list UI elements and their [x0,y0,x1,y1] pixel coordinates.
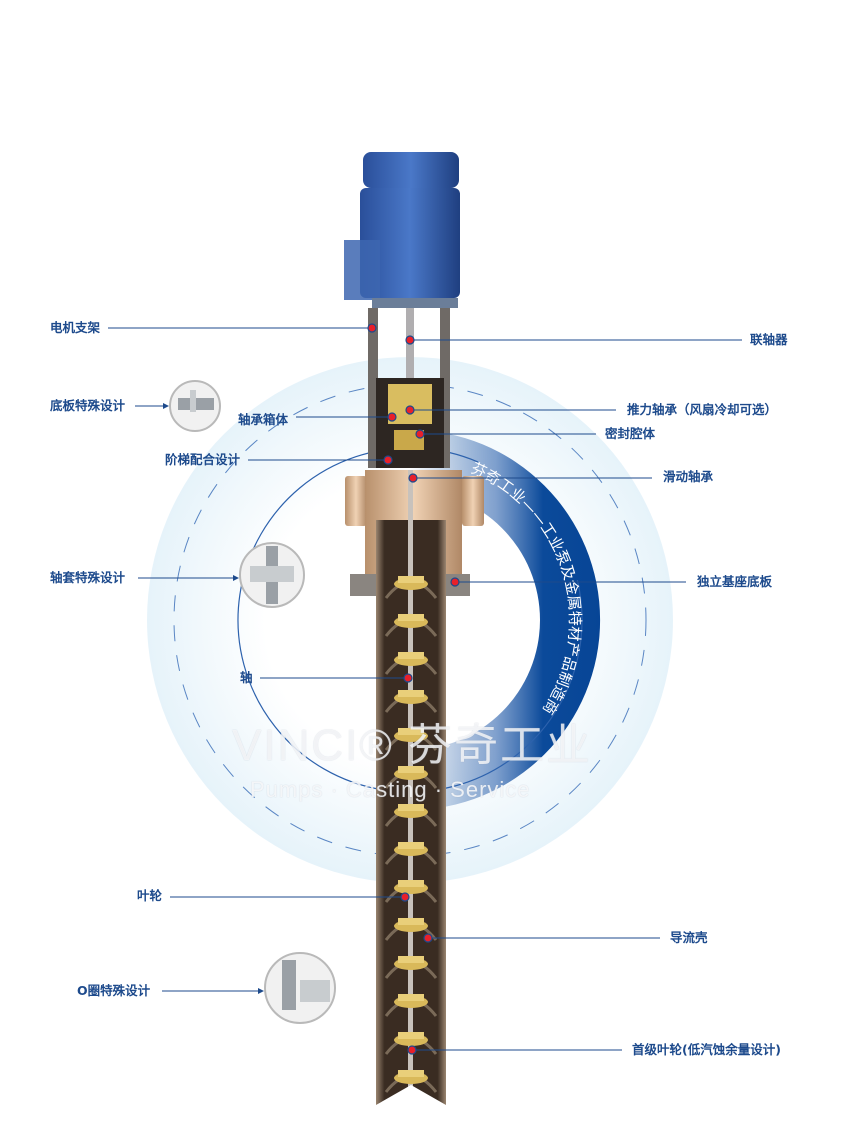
impeller-stage [384,842,438,865]
label-baseplate-design: 底板特殊设计 [50,398,126,413]
callout-dots [367,323,460,1055]
label-sliding-bearing: 滑动轴承 [663,469,714,484]
impeller-stage [384,1032,438,1055]
impeller-stage [384,994,438,1017]
label-bearing-housing: 轴承箱体 [238,412,289,427]
label-seal-chamber: 密封腔体 [605,426,656,441]
sleeve-detail-inset [239,542,305,608]
blue-ring [410,429,601,810]
label-impeller: 叶轮 [137,888,163,903]
impeller-stage [384,690,438,713]
label-shaft: 轴 [240,670,253,685]
impeller-stage [384,576,438,599]
impeller-stage [384,1070,438,1093]
label-step-fit: 阶梯配合设计 [165,452,241,467]
label-sleeve-design: 轴套特殊设计 [50,570,126,585]
impeller-stage [384,728,438,751]
label-coupling: 联轴器 [750,332,788,347]
column-bottom [376,1085,446,1105]
thin-circle [237,447,583,793]
impeller-stage [384,804,438,827]
watermark-tagline: Pumps · Casting · Service [250,777,531,802]
shaft [408,470,413,1100]
impeller-stage [384,956,438,979]
label-motor-bracket: 电机支架 [50,320,101,335]
watermark-brand-latin: VINCI® [232,721,394,770]
impeller-stages [384,576,438,1093]
motor-bracket [368,308,450,468]
label-diffuser: 导流壳 [670,930,708,945]
oring-detail-inset [264,952,336,1024]
impeller-stage [384,652,438,675]
label-oring-design: O圈特殊设计 [77,983,151,998]
impeller-stage [384,918,438,941]
label-base-plate: 独立基座底板 [697,574,773,589]
leader-lines [108,327,742,1051]
watermark-brand: VINCI® 芬奇工业 [232,722,592,770]
impeller-stage [384,614,438,637]
label-first-impeller: 首级叶轮(低汽蚀余量设计) [632,1042,781,1057]
label-thrust-bearing: 推力轴承（风扇冷却可选） [627,402,778,417]
impeller-stage [384,766,438,789]
motor [344,152,460,308]
watermark-brand-cn: 芬奇工业 [408,721,593,770]
baseplate-detail-inset [169,380,221,432]
